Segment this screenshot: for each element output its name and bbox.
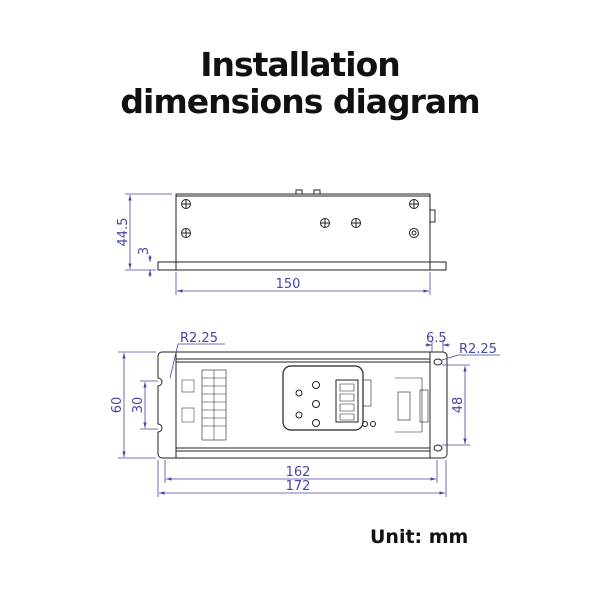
dim-inner-length: 162 bbox=[286, 465, 311, 480]
dim-length: 150 bbox=[276, 277, 301, 292]
back-button-icon bbox=[295, 389, 303, 397]
led-display bbox=[335, 379, 359, 423]
top-view bbox=[157, 351, 448, 459]
up-button-icon bbox=[312, 381, 320, 389]
mount-hole-icon bbox=[433, 358, 443, 366]
dim-overall-height: 60 bbox=[110, 397, 125, 414]
title-line-2: dimensions diagram bbox=[120, 82, 480, 121]
top-outline bbox=[157, 351, 448, 459]
unit-label: Unit: mm bbox=[370, 526, 469, 548]
db9-connector bbox=[395, 377, 423, 433]
enter-button-icon bbox=[295, 411, 303, 419]
screw-icon bbox=[181, 199, 419, 238]
side-enclosure bbox=[175, 193, 431, 263]
set-button-icon bbox=[312, 400, 320, 408]
dim-slot-spacing: 30 bbox=[131, 397, 146, 414]
usb-port bbox=[362, 379, 372, 407]
mount-hole-icon bbox=[433, 444, 443, 452]
dim-overall-length: 172 bbox=[286, 479, 311, 494]
dim-hole-radius: R2.25 bbox=[459, 342, 497, 357]
dim-height: 44.5 bbox=[116, 218, 131, 247]
dim-slot-radius: R2.25 bbox=[180, 331, 218, 346]
connector-icon bbox=[409, 228, 419, 238]
dim-hole-spacing: 48 bbox=[451, 397, 466, 414]
side-base-plate bbox=[157, 261, 447, 271]
dim-base-thickness: 3 bbox=[137, 247, 152, 255]
down-button-icon bbox=[312, 419, 320, 427]
side-view bbox=[157, 189, 447, 271]
title-line-1: Installation bbox=[200, 45, 401, 84]
dim-hole-offset: 6.5 bbox=[426, 331, 447, 346]
control-panel bbox=[282, 365, 364, 431]
